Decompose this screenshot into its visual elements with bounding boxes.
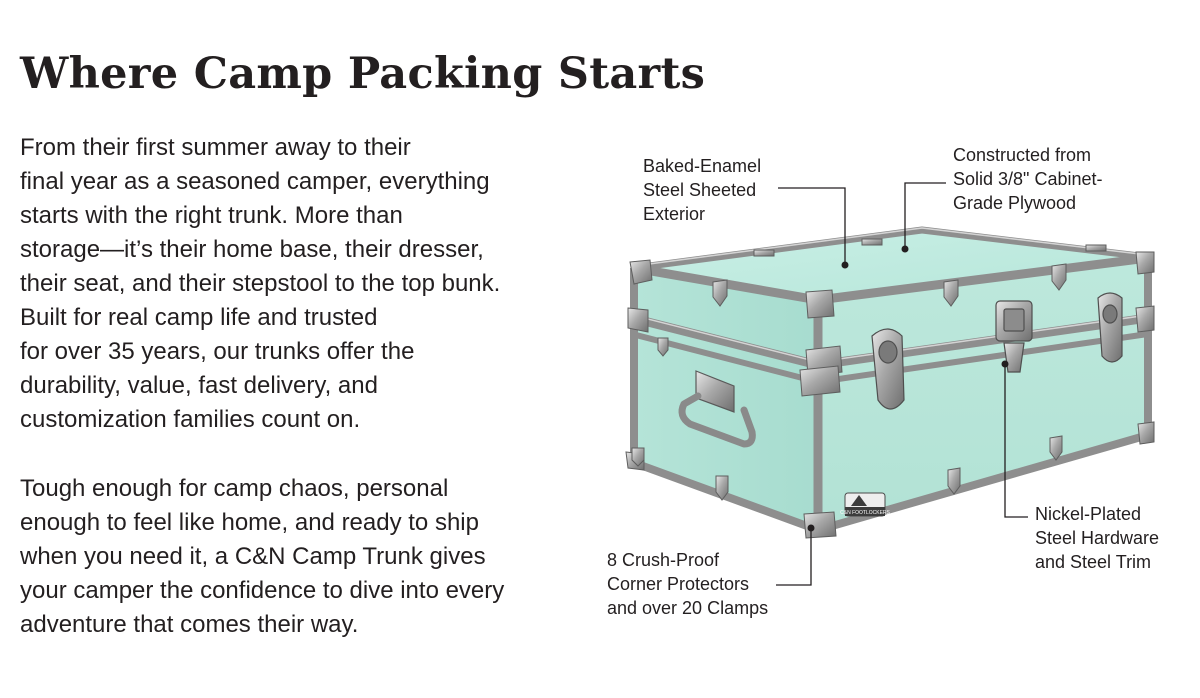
- callout-line: 8 Crush-Proof: [607, 550, 720, 570]
- side-handle: [678, 370, 756, 448]
- trunk-top-panel: [640, 230, 1148, 299]
- closing-line: when you need it, a C&N Camp Trunk gives: [20, 543, 486, 570]
- callout-hardware: Nickel-Plated Steel Hardware and Steel T…: [1035, 502, 1159, 574]
- callout-line: Solid 3/8" Cabinet-: [953, 169, 1103, 189]
- intro-line: storage—it’s their home base, their dres…: [20, 236, 484, 263]
- intro-line: customization families count on.: [20, 406, 361, 433]
- intro-line: for over 35 years, our trunks offer the: [20, 338, 415, 365]
- callout-dots: [807, 245, 1009, 532]
- callout-line: Corner Protectors: [607, 574, 750, 594]
- callout-line: Grade Plywood: [953, 193, 1077, 213]
- closing-line: adventure that comes their way.: [20, 611, 359, 638]
- intro-paragraph: From their first summer away to their fi…: [20, 131, 580, 437]
- callout-exterior: Baked-Enamel Steel Sheeted Exterior: [643, 154, 761, 226]
- callout-line: and Steel Trim: [1035, 552, 1152, 572]
- callout-corners: 8 Crush-Proof Corner Protectors and over…: [607, 548, 768, 620]
- callout-line: Nickel-Plated: [1035, 504, 1142, 524]
- callout-line: Constructed from: [953, 145, 1092, 165]
- closing-line: your camper the confidence to dive into …: [20, 577, 505, 604]
- clamps: [631, 238, 1107, 501]
- callout-line: Steel Hardware: [1035, 528, 1160, 548]
- brand-logo-text: C&N FOOTLOCKERS: [840, 510, 890, 516]
- intro-line: Built for real camp life and trusted: [20, 304, 378, 331]
- closing-line: enough to feel like home, and ready to s…: [20, 509, 479, 536]
- callout-line: Exterior: [643, 204, 706, 224]
- page-title: Where Camp Packing Starts: [20, 49, 706, 99]
- latches: [871, 292, 1123, 410]
- intro-line: their seat, and their stepstool to the t…: [20, 270, 501, 297]
- corner-protectors: [625, 251, 1155, 539]
- callout-line: and over 20 Clamps: [607, 598, 769, 618]
- intro-line: From their first summer away to their: [20, 134, 411, 161]
- intro-line: final year as a seasoned camper, everyth…: [20, 168, 490, 195]
- callout-leader-lines: [776, 182, 1028, 586]
- callout-plywood: Constructed from Solid 3/8" Cabinet- Gra…: [953, 143, 1102, 215]
- brand-logo: C&N FOOTLOCKERS: [840, 492, 891, 517]
- closing-line: Tough enough for camp chaos, personal: [20, 475, 449, 502]
- closing-paragraph: Tough enough for camp chaos, personal en…: [20, 472, 580, 642]
- callout-line: Baked-Enamel: [643, 156, 762, 176]
- intro-line: durability, value, fast delivery, and: [20, 372, 378, 399]
- callout-line: Steel Sheeted: [643, 180, 757, 200]
- intro-line: starts with the right trunk. More than: [20, 202, 403, 229]
